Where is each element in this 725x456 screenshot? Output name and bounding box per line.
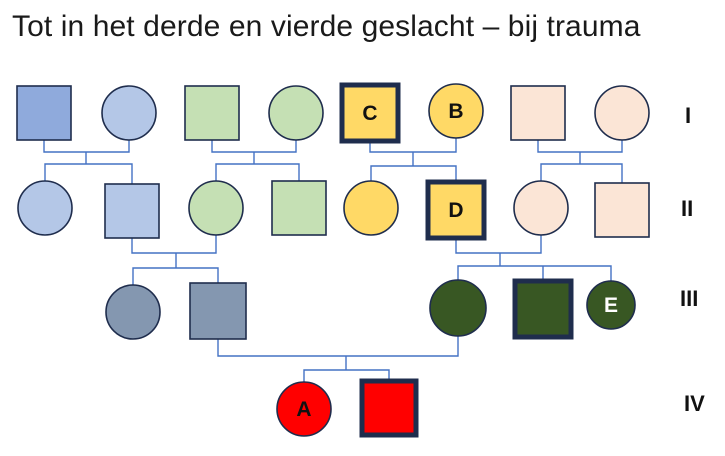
connector-line bbox=[370, 165, 457, 182]
connector-line bbox=[217, 336, 459, 357]
connector-line bbox=[537, 140, 623, 153]
male-square bbox=[425, 179, 487, 241]
generation-label-2: II bbox=[681, 196, 694, 221]
male-square bbox=[510, 85, 566, 141]
male-square bbox=[16, 85, 72, 141]
female-circle bbox=[268, 85, 324, 141]
female-circle bbox=[101, 85, 157, 141]
person-square bbox=[512, 278, 574, 340]
connector-line bbox=[455, 235, 542, 254]
female-circle bbox=[428, 83, 484, 139]
person-nodes: C B D E A bbox=[16, 82, 650, 438]
person-circle bbox=[105, 284, 161, 340]
person-square bbox=[16, 85, 72, 141]
female-circle bbox=[276, 381, 332, 437]
person-circle bbox=[188, 180, 244, 236]
person-circle-e: E bbox=[586, 280, 636, 330]
person-square bbox=[359, 378, 419, 438]
person-circle bbox=[268, 85, 324, 141]
person-label: A bbox=[296, 398, 311, 421]
connector-line bbox=[540, 163, 623, 183]
connector-lines bbox=[43, 138, 623, 382]
connector-line bbox=[303, 369, 390, 382]
female-circle bbox=[594, 85, 650, 141]
male-square bbox=[594, 182, 650, 238]
person-label: C bbox=[362, 102, 377, 125]
connector-line bbox=[457, 265, 612, 281]
person-circle bbox=[429, 279, 487, 337]
person-circle bbox=[101, 85, 157, 141]
person-square bbox=[510, 85, 566, 141]
female-circle bbox=[343, 180, 399, 236]
person-square bbox=[271, 180, 327, 236]
person-square-d: D bbox=[425, 179, 487, 241]
male-square bbox=[339, 82, 401, 144]
female-circle bbox=[188, 180, 244, 236]
person-square bbox=[594, 182, 650, 238]
person-circle bbox=[343, 180, 399, 236]
male-square bbox=[512, 278, 574, 340]
person-square bbox=[104, 183, 160, 239]
male-square bbox=[359, 378, 419, 438]
connector-line bbox=[131, 235, 217, 254]
male-square bbox=[104, 183, 160, 239]
person-label: B bbox=[448, 100, 463, 123]
female-circle bbox=[17, 180, 73, 236]
person-square-c: C bbox=[339, 82, 401, 144]
female-circle bbox=[513, 180, 569, 236]
person-circle bbox=[17, 180, 73, 236]
connector-line bbox=[215, 163, 300, 181]
female-circle bbox=[105, 284, 161, 340]
person-label: E bbox=[604, 294, 618, 317]
female-circle bbox=[429, 279, 487, 337]
generation-label-3: III bbox=[680, 286, 699, 311]
male-square bbox=[184, 85, 240, 141]
person-circle bbox=[594, 85, 650, 141]
male-square bbox=[189, 282, 247, 340]
person-circle bbox=[513, 180, 569, 236]
person-square bbox=[189, 282, 247, 340]
person-circle-b: B bbox=[428, 83, 484, 139]
connector-line bbox=[43, 140, 130, 153]
male-square bbox=[271, 180, 327, 236]
person-circle-a: A bbox=[276, 381, 332, 437]
generation-label-4: IV bbox=[684, 391, 705, 416]
connector-line bbox=[44, 163, 133, 184]
generation-label-1: I bbox=[685, 103, 692, 128]
diagram-title: Tot in het derde en vierde geslacht – bi… bbox=[12, 10, 641, 43]
person-square bbox=[184, 85, 240, 141]
connector-line bbox=[211, 140, 297, 153]
person-label: D bbox=[448, 199, 463, 222]
female-circle bbox=[586, 280, 636, 330]
connector-line bbox=[132, 267, 219, 285]
